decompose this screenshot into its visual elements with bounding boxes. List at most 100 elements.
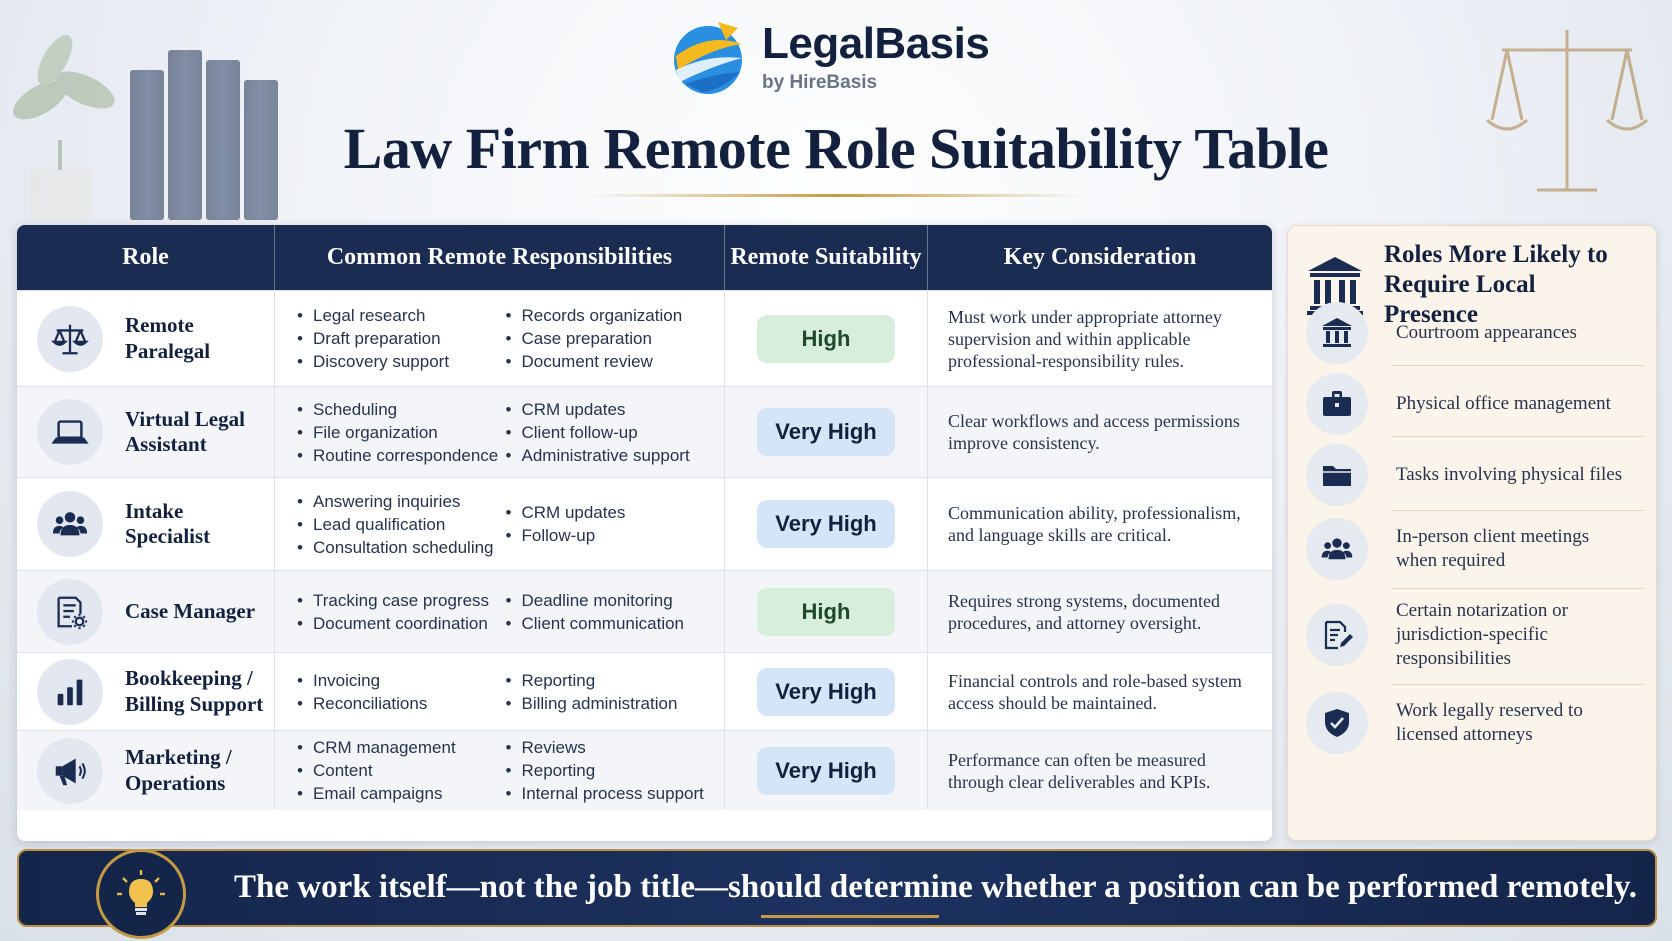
briefcase-icon [1306, 373, 1368, 435]
list-item: Records organization [506, 304, 715, 327]
courthouse-icon [1306, 302, 1368, 364]
header-consideration: Key Consideration [1003, 244, 1197, 270]
list-item: File organization [297, 421, 506, 444]
role-cell: Virtual Legal Assistant [17, 387, 275, 477]
role-name: Case Manager [125, 598, 256, 623]
list-item: Client communication [506, 612, 715, 635]
list-item: Internal process support [506, 782, 715, 805]
table-row: Intake Specialist Answering inquiries Le… [17, 477, 1272, 570]
suitability-cell: High [725, 571, 928, 652]
suitability-cell: Very High [725, 478, 928, 570]
divider [1392, 436, 1644, 437]
responsibilities-cell: Scheduling File organization Routine cor… [275, 387, 725, 477]
list-item: Answering inquiries [297, 490, 506, 513]
consideration-cell: Clear workflows and access permissions i… [928, 387, 1272, 477]
page-title: Law Firm Remote Role Suitability Table [343, 116, 1329, 181]
list-item: CRM management [297, 736, 506, 759]
folder-icon [1306, 444, 1368, 506]
responsibilities-cell: Invoicing Reconciliations Reporting Bill… [275, 653, 725, 730]
role-cell: Marketing / Operations [17, 731, 275, 810]
consideration-cell: Performance can often be measured throug… [928, 731, 1272, 810]
list-item: Draft preparation [297, 327, 506, 350]
banner-underline [761, 915, 939, 918]
list-item: Document coordination [297, 612, 506, 635]
scales-decoration [1482, 10, 1652, 200]
panel-item-text: Courtroom appearances [1396, 322, 1577, 343]
lightbulb-icon-badge [96, 849, 186, 939]
responsibilities-cell: CRM management Content Email campaigns R… [275, 731, 725, 810]
consideration-cell: Financial controls and role-based system… [928, 653, 1272, 730]
panel-item-text: Certain notarization or jurisdiction-spe… [1396, 600, 1568, 669]
divider [1392, 684, 1644, 685]
list-item: Routine correspondence [297, 444, 506, 467]
list-item: CRM updates [506, 501, 715, 524]
consideration-text: Performance can often be measured throug… [948, 749, 1211, 792]
suitability-table: Role Common Remote Responsibilities Remo… [17, 225, 1272, 841]
list-item: Follow-up [506, 524, 715, 547]
list-item: Billing administration [506, 692, 715, 715]
list-item: Lead qualification [297, 513, 506, 536]
role-cell: Bookkeeping / Billing Support [17, 653, 275, 730]
responsibilities-cell: Legal research Draft preparation Discove… [275, 291, 725, 386]
suitability-cell: Very High [725, 387, 928, 477]
brand-header: LegalBasis by HireBasis [668, 18, 990, 98]
scales-icon [37, 305, 103, 372]
header-suitability: Remote Suitability [725, 225, 928, 290]
header-role: Role [17, 225, 275, 290]
books-decoration [130, 40, 290, 220]
list-item: Scheduling [297, 398, 506, 421]
consideration-cell: Must work under appropriate attorney sup… [928, 291, 1272, 386]
consideration-text: Financial controls and role-based system… [948, 670, 1242, 713]
suitability-badge: Very High [757, 746, 895, 795]
people-icon [37, 491, 103, 557]
suitability-badge: High [757, 587, 895, 636]
table-row: Bookkeeping / Billing Support Invoicing … [17, 652, 1272, 730]
responsibilities-cell: Tracking case progress Document coordina… [275, 571, 725, 652]
document-pen-icon [1306, 604, 1368, 666]
consideration-text: Must work under appropriate attorney sup… [948, 306, 1222, 371]
role-cell: Remote Paralegal [17, 291, 275, 386]
list-item: Certain notarization or jurisdiction-spe… [1306, 599, 1646, 671]
list-item: Reporting [506, 669, 715, 692]
banner-message: The work itself—not the job title—should… [234, 869, 1637, 905]
suitability-badge: Very High [757, 667, 895, 716]
responsibilities-cell: Answering inquiries Lead qualification C… [275, 478, 725, 570]
panel-title: Roles More Likely to Require Local Prese… [1384, 241, 1608, 328]
divider [1392, 510, 1644, 511]
table-row: Virtual Legal Assistant Scheduling File … [17, 386, 1272, 477]
role-cell: Intake Specialist [17, 478, 275, 570]
suitability-cell: High [725, 291, 928, 386]
suitability-badge: Very High [757, 500, 895, 548]
list-item: Reconciliations [297, 692, 506, 715]
consideration-text: Clear workflows and access permissions i… [948, 411, 1240, 453]
table-header: Role Common Remote Responsibilities Remo… [17, 225, 1272, 290]
list-item: Legal research [297, 304, 506, 327]
table-row: Marketing / Operations CRM management Co… [17, 730, 1272, 810]
list-item: Work legally reserved to licensed attorn… [1306, 692, 1646, 754]
list-item: Email campaigns [297, 782, 506, 805]
role-name: Remote Paralegal [125, 313, 211, 363]
role-name: Marketing / Operations [125, 745, 232, 795]
consideration-cell: Requires strong systems, documented proc… [928, 571, 1272, 652]
list-item: Consultation scheduling [297, 536, 506, 559]
local-presence-panel: Roles More Likely to Require Local Prese… [1287, 225, 1657, 841]
table-row: Case Manager Tracking case progress Docu… [17, 570, 1272, 652]
suitability-badge: Very High [757, 408, 895, 456]
list-item: Tasks involving physical files [1306, 444, 1646, 506]
shield-check-icon [1306, 692, 1368, 754]
list-item: Client follow-up [506, 421, 715, 444]
consideration-text: Communication ability, professionalism, … [948, 503, 1241, 545]
divider [1392, 588, 1644, 589]
list-item: Physical office management [1306, 373, 1646, 435]
role-name: Intake Specialist [125, 498, 211, 548]
list-item: Case preparation [506, 327, 715, 350]
bar-chart-icon [37, 658, 103, 725]
list-item: Tracking case progress [297, 589, 506, 612]
suitability-cell: Very High [725, 653, 928, 730]
consideration-text: Requires strong systems, documented proc… [948, 590, 1220, 633]
list-item: Discovery support [297, 350, 506, 373]
megaphone-icon [37, 737, 103, 804]
panel-item-text: Physical office management [1396, 393, 1611, 414]
plant-decoration [0, 20, 130, 220]
table-row: Remote Paralegal Legal research Draft pr… [17, 290, 1272, 386]
